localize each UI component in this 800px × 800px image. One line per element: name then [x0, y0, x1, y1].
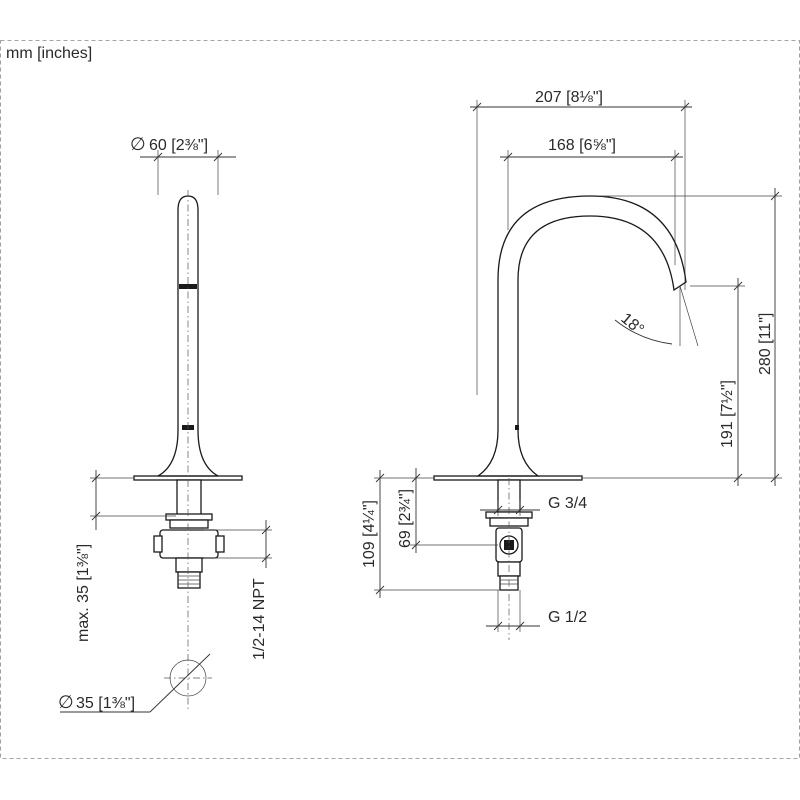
spout-side [157, 195, 219, 477]
dim-width-207: 207 [8⅛"] [535, 89, 603, 106]
front-view: 207 [8⅛"] 168 [6⅝"] 18° 280 [11"] 191 [7… [361, 89, 782, 640]
dim-height-280: 280 [11"] [757, 313, 774, 375]
spout-gooseneck [475, 195, 687, 477]
units-label: mm [inches] [6, 45, 92, 62]
dim-width-168: 168 [6⅝"] [548, 137, 616, 154]
side-view: ∅ 60 [2⅜"] max. 35 [1⅜"] [58, 134, 272, 713]
dim-max-35: max. 35 [1⅜"] [75, 544, 92, 642]
sensor-mark-front [515, 425, 519, 430]
dim-height-109: 109 [4¼"] [361, 500, 378, 568]
drawing-border [0, 40, 800, 759]
dim-npt: 1/2-14 NPT [251, 578, 268, 660]
dim-thread-g34: G 3/4 [548, 495, 587, 512]
dim-height-191: 191 [7½"] [719, 380, 736, 448]
dim-diameter-hole: 35 [1⅜"] [76, 695, 135, 712]
dim-angle: 18° [617, 310, 646, 339]
dim-height-69: 69 [2¾"] [397, 489, 414, 548]
dim-diameter-top: 60 [2⅜"] [149, 137, 208, 154]
dim-thread-g12: G 1/2 [548, 609, 587, 626]
diameter-symbol-top: ∅ [130, 134, 146, 154]
diameter-symbol-hole: ∅ [58, 692, 74, 712]
aerator-mark [179, 284, 197, 289]
